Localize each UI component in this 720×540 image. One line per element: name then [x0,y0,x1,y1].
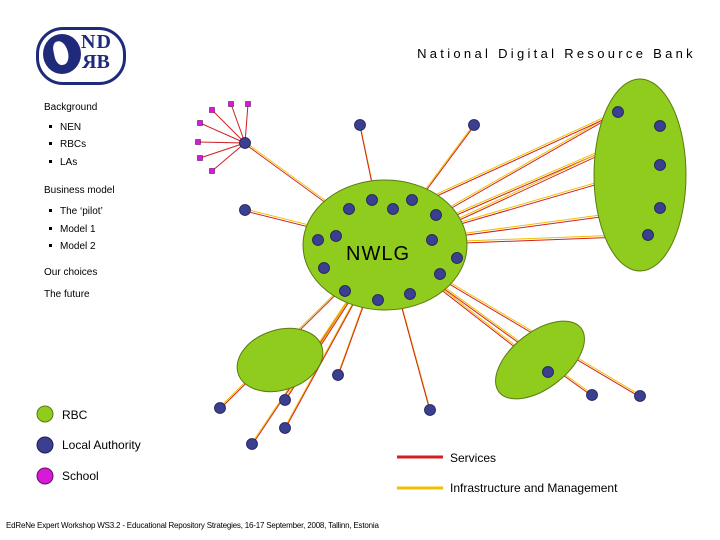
menu-pilot[interactable]: The ‘pilot’ [49,206,103,217]
menu-nen[interactable]: NEN [49,122,81,133]
logo-letter-d: D [96,31,112,53]
la-node-10 [542,366,554,378]
hub-la-node-6 [330,230,342,242]
hub-la-node-9 [318,262,330,274]
la-node-8 [586,389,598,401]
school-node-2 [245,101,251,107]
footer-caption: EdReNe Expert Workshop WS3.2 - Education… [6,521,379,530]
uk-map-icon [43,34,81,74]
legend-la-label: Local Authority [62,438,141,452]
hub-la-node-1 [366,194,378,206]
la-node-3 [612,106,624,118]
la-node-15 [332,369,344,381]
logo-letters: ND RB [81,31,119,73]
hub-la-node-12 [372,294,384,306]
menu-model-2[interactable]: Model 2 [49,241,96,252]
school-link-3 [199,122,246,144]
la-node-5 [654,159,666,171]
east-link-a-service [414,112,619,207]
hub-la-node-3 [406,194,418,206]
hub-la-node-11 [339,285,351,297]
menu-las[interactable]: LAs [49,157,77,168]
school-node-5 [197,155,203,161]
school-link-6 [211,142,246,172]
la-node-14 [279,422,291,434]
legend-school-marker [36,467,54,485]
la-node-9 [634,390,646,402]
la-node-7 [642,229,654,241]
legend-rbc-marker [36,405,54,423]
legend-rbc-label: RBC [62,408,88,422]
la-node-2 [239,204,251,216]
school-link-2 [244,103,249,144]
legend-infra-label: Infrastructure and Management [450,481,618,495]
logo-letter-b: B [96,51,111,73]
logo-letter-r: R [81,51,97,73]
school-node-1 [228,101,234,107]
school-node-3 [197,120,203,126]
hub-la-node-8 [451,252,463,264]
hub-label: NWLG [346,243,410,265]
hub-la-node-2 [387,203,399,215]
hub-la-node-4 [430,209,442,221]
la-node-16 [424,404,436,416]
la-node-1 [468,119,480,131]
la-node-4 [654,120,666,132]
legend-school-label: School [62,469,99,483]
hub-la-node-0 [343,203,355,215]
menu-our-choices[interactable]: Our choices [44,267,98,278]
school-node-0 [209,107,215,113]
school-node-6 [209,168,215,174]
menu-rbcs[interactable]: RBCs [49,139,86,150]
la-node-6 [654,202,666,214]
rbc-region-southeast [495,320,585,400]
menu-model-1[interactable]: Model 1 [49,224,96,235]
menu-future[interactable]: The future [44,289,90,300]
logo-letter-n: N [81,31,97,53]
menu-business-model[interactable]: Business model [44,185,115,196]
menu-background[interactable]: Background [44,102,98,113]
page-title: National Digital Resource Bank [417,46,696,61]
hub-la-node-5 [312,234,324,246]
la-node-13 [279,394,291,406]
legend-la-marker [36,436,54,454]
la-node-12 [246,438,258,450]
hub-la-node-7 [426,234,438,246]
rbc-region-east [593,78,687,272]
la-node-11 [214,402,226,414]
school-link-4 [197,141,246,144]
network-nodes [36,78,687,490]
hub-la-node-13 [404,288,416,300]
school-node-4 [195,139,201,145]
legend-services-label: Services [450,451,497,465]
ndrb-logo: ND RB [36,27,126,85]
la-node-0 [354,119,366,131]
school-link-0 [211,109,246,144]
school-link-5 [199,142,246,159]
hub-region [302,179,468,311]
la-node-17 [239,137,251,149]
hub-la-node-10 [434,268,446,280]
east-link-a-infra [414,110,619,205]
rbc-region-southwest [236,327,324,393]
school-link-1 [230,103,246,144]
